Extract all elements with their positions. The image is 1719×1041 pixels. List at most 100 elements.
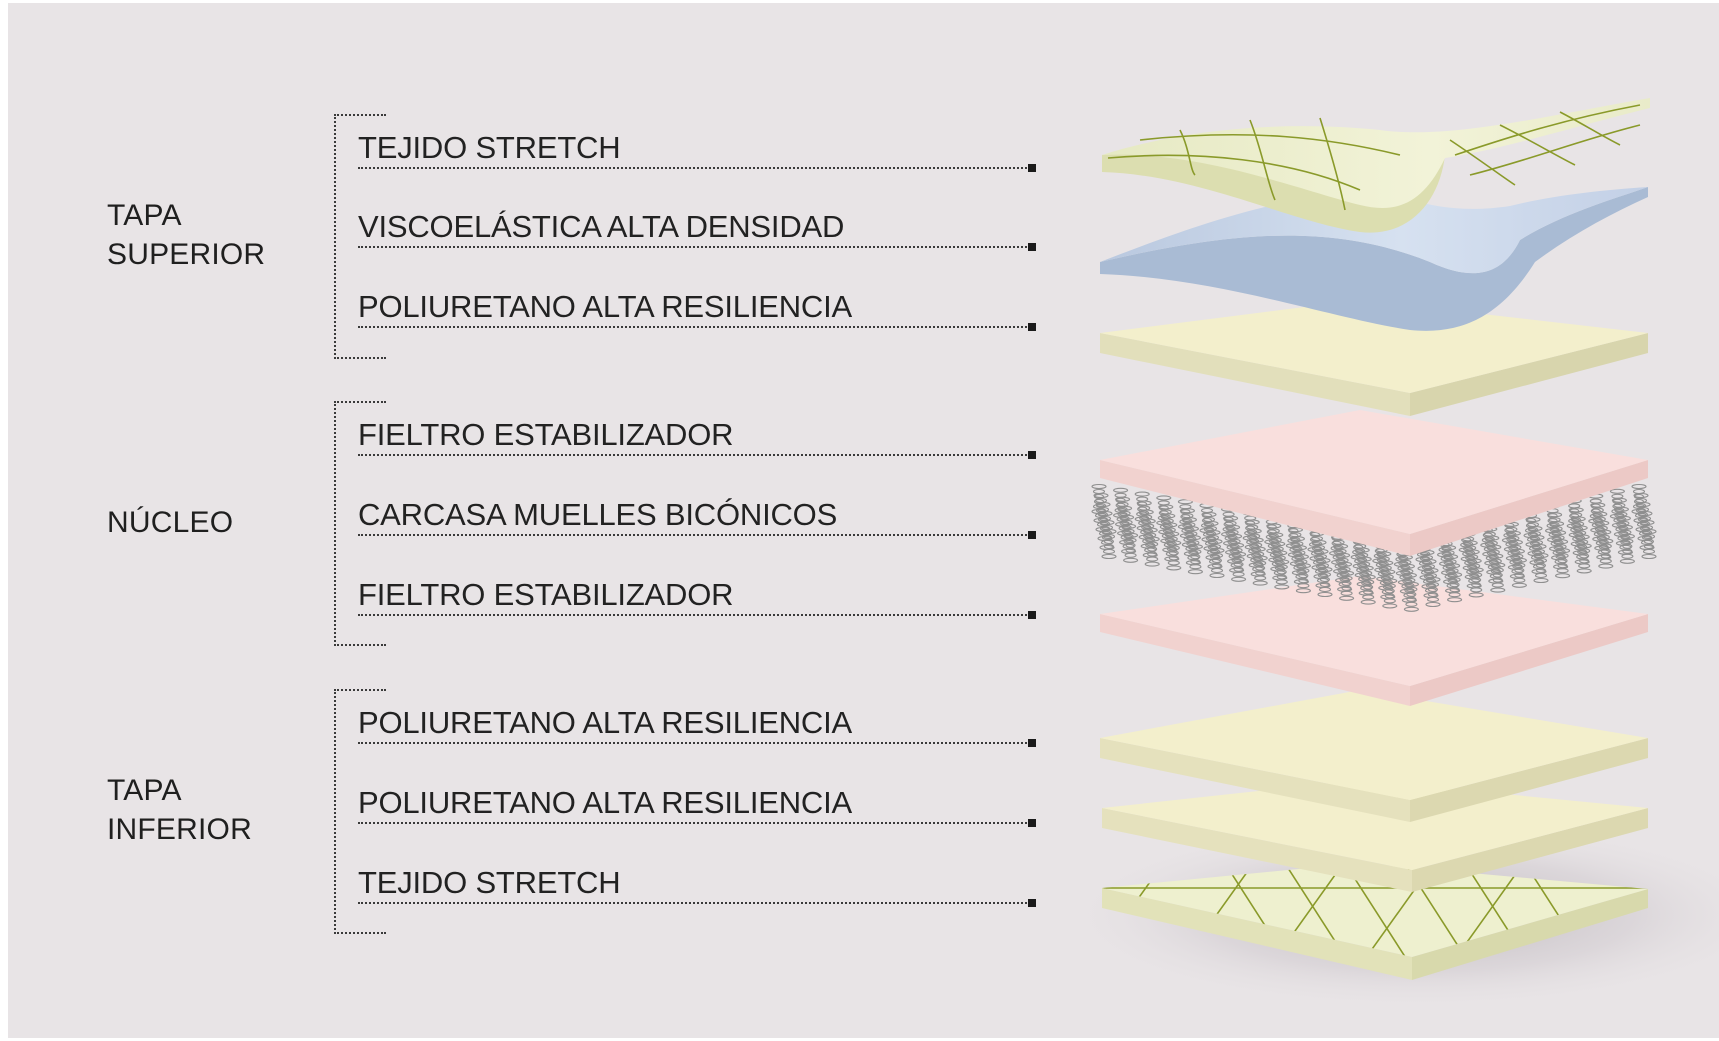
leader-line [358,246,1027,248]
spring-coil [1291,545,1307,551]
layer-label: POLIURETANO ALTA RESILIENCIA [358,785,852,820]
spring-coil [1406,591,1417,597]
layer-row: CARCASA MUELLES BICÓNICOS [358,496,1036,539]
spring-coil [1401,572,1417,578]
spring-coil [1592,511,1608,517]
spring-coil [1549,521,1565,527]
spring-coil [1491,582,1504,588]
spring-coil [1136,496,1149,502]
spring-coil [1147,546,1158,552]
spring-coil [1117,505,1133,511]
spring-coil [1600,548,1611,554]
spring-coil [1164,531,1180,537]
spring-coil [1190,554,1201,560]
spring-coil [1639,519,1655,526]
spring-coil [1233,566,1244,572]
spring-coil [1425,576,1441,583]
spring-coil [1556,568,1569,574]
spring-coil [1339,570,1355,576]
spring-coil [1179,508,1195,514]
spring-coil [1134,491,1150,497]
spring-coil [1158,504,1174,510]
spring-coil [1252,580,1268,586]
layer-row: FIELTRO ESTABILIZADOR [358,416,1036,459]
spring-coil [1252,555,1268,561]
spring-coil [1557,558,1568,564]
spring-coil [1181,517,1197,523]
spring-coil [1189,564,1202,570]
spring-coil [1598,563,1614,569]
spring-coil [1572,525,1588,531]
spring-coil [1274,584,1290,590]
spring-coil [1632,488,1646,495]
layer-label: VISCOELÁSTICA ALTA DENSIDAD [358,209,845,244]
spring-coil [1445,563,1461,569]
spring-coil [1160,513,1176,519]
spring-coil [1555,573,1571,579]
spring-coil [1598,538,1614,544]
spring-coil [1119,514,1135,520]
leader-end-marker [1028,531,1036,539]
spring-coil [1095,501,1111,508]
spring-coil [1596,529,1612,535]
spring-coil [1124,552,1137,558]
spring-coil [1225,524,1241,530]
spring-coil [1275,579,1288,585]
spring-coil [1405,601,1418,607]
spring-coil [1268,532,1284,538]
spring-coil [1551,530,1567,536]
layer-label: FIELTRO ESTABILIZADOR [358,577,734,612]
spring-coil [1114,492,1127,498]
spring-coil [1209,572,1225,579]
layer-row: POLIURETANO ALTA RESILIENCIA [358,784,1036,827]
spring-coil [1167,545,1180,551]
spring-coil [1525,516,1541,523]
spring-coil [1534,572,1548,579]
spring-coil [1448,577,1461,583]
spring-coil [1382,603,1398,609]
spring-coil [1255,570,1266,576]
spring-coil [1619,533,1635,539]
spring-coil [1441,545,1457,551]
spring-coil [1231,576,1247,582]
spring-coil [1167,560,1180,566]
spring-coil [1464,549,1480,555]
spring-coil [1144,536,1160,542]
layer-row: POLIURETANO ALTA RESILIENCIA [358,288,1036,331]
spring-coil [1448,592,1461,598]
group-title-tapa-inferior: TAPA INFERIOR [107,774,252,846]
leader-line [358,167,1027,169]
spring-coil [1427,586,1439,593]
spring-coil [1319,576,1331,583]
spring-coil [1227,533,1243,539]
spring-coil [1490,562,1506,568]
spring-coil [1507,539,1523,545]
spring-coil [1166,565,1182,571]
spring-coil [1383,598,1396,604]
spring-coil [1123,532,1139,538]
spring-coil [1099,519,1115,526]
group-title-nucleo: NÚCLEO [107,506,234,539]
spring-coil [1168,550,1179,556]
spring-coil [1423,567,1439,574]
layer-row: POLIURETANO ALTA RESILIENCIA [358,704,1036,747]
spring-coil [1574,534,1590,540]
spring-coil [1421,558,1437,565]
spring-coil [1337,561,1353,567]
spring-coil [1570,516,1586,522]
layer-label: FIELTRO ESTABILIZADOR [358,417,734,452]
spring-coil [1426,596,1440,603]
spring-coil [1511,557,1527,563]
leader-end-marker [1028,243,1036,251]
spring-coil [1405,586,1418,592]
spring-coil [1313,548,1329,555]
leader-line [358,742,1027,744]
spring-coil [1484,535,1500,541]
spring-coil [1293,554,1309,560]
spring-coil [1360,574,1376,580]
leader-end-marker [1028,899,1036,907]
leader-end-marker [1028,323,1036,331]
spring-coil [1447,572,1463,578]
spring-coil [1189,549,1202,555]
